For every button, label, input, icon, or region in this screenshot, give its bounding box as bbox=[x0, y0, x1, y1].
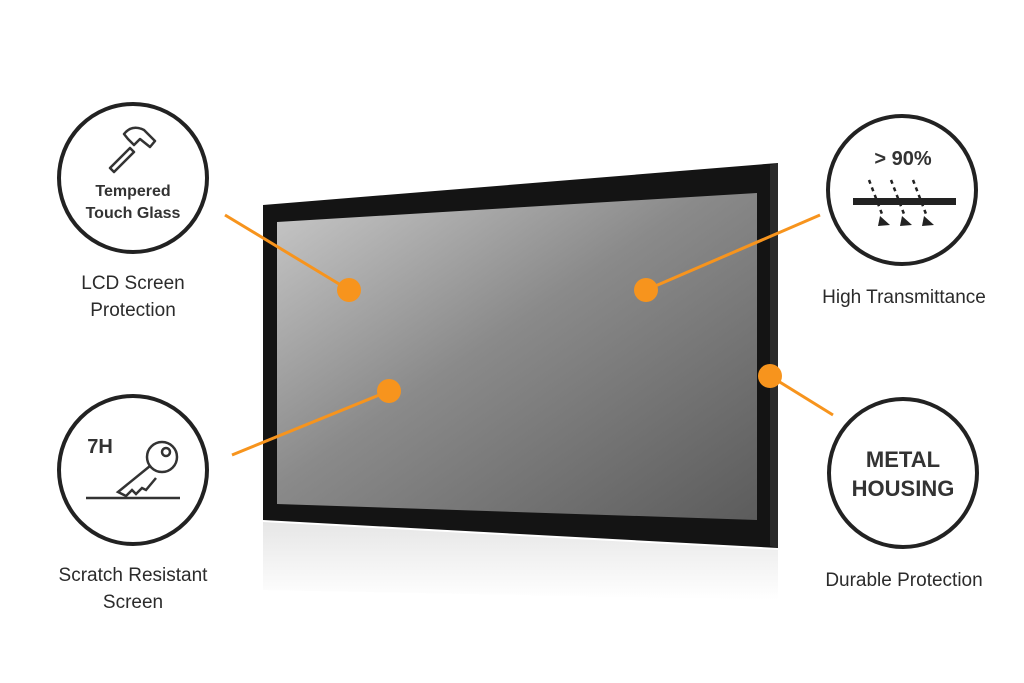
caption-line: Scratch Resistant bbox=[58, 565, 208, 586]
caption-line: LCD Screen bbox=[81, 273, 185, 294]
caption-line: Durable Protection bbox=[825, 570, 983, 591]
caption-line: Protection bbox=[90, 300, 176, 321]
caption-high-transmittance: High Transmittance bbox=[794, 284, 1014, 311]
caption-durable-protection: Durable Protection bbox=[794, 567, 1014, 594]
badge-text: > 90% bbox=[874, 148, 931, 170]
callout-dot bbox=[634, 278, 658, 302]
monitor-side bbox=[770, 163, 778, 548]
badge-text: Touch Glass bbox=[86, 205, 181, 222]
hammer-icon bbox=[108, 126, 157, 174]
light-transmission-icon bbox=[853, 179, 956, 226]
badge-metal-housing bbox=[827, 397, 979, 549]
caption-line: High Transmittance bbox=[822, 287, 986, 308]
callout-dot bbox=[377, 379, 401, 403]
badge-transmittance bbox=[826, 114, 978, 266]
callout-dot bbox=[337, 278, 361, 302]
badge-7h bbox=[57, 394, 209, 546]
callout-dot bbox=[758, 364, 782, 388]
monitor-screen bbox=[277, 193, 757, 520]
leader-lines bbox=[224, 213, 834, 457]
caption-lcd-protection: LCD Screen Protection bbox=[33, 270, 233, 324]
badge-text: METAL bbox=[866, 447, 940, 472]
caption-line: Screen bbox=[102, 592, 164, 613]
monitor-reflection bbox=[263, 522, 778, 600]
badge-text: Tempered bbox=[95, 183, 170, 200]
badge-text: 7H bbox=[87, 436, 113, 458]
badge-tempered-glass bbox=[57, 102, 209, 254]
caption-scratch-resistant: Scratch Resistant Screen bbox=[23, 562, 243, 616]
badge-text: HOUSING bbox=[852, 476, 955, 501]
key-icon bbox=[86, 440, 180, 500]
